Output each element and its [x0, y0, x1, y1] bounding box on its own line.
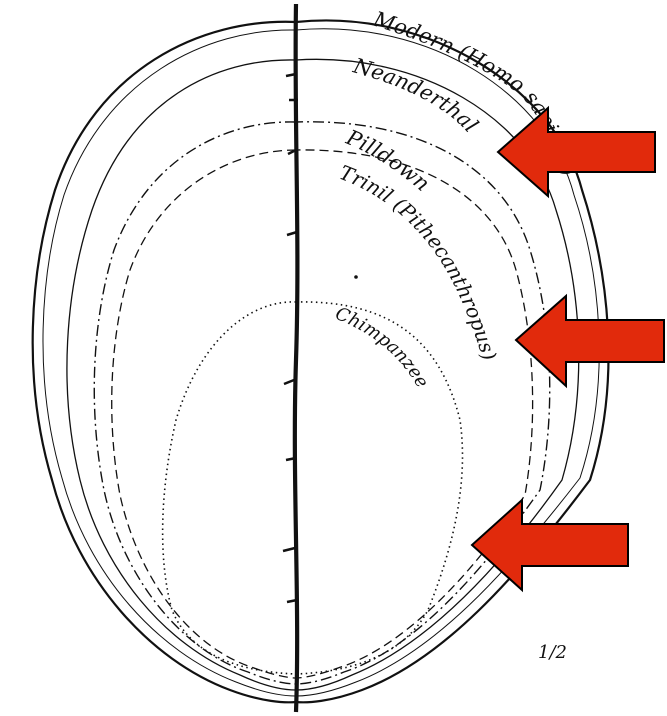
- trinil-outline: [111, 149, 534, 679]
- arrow-left-icon: [514, 293, 665, 389]
- modern-skull-outline: [31, 19, 610, 704]
- suture-ticks: [282, 72, 298, 604]
- piltdown-outline: [93, 121, 551, 685]
- brain-dot: [354, 275, 358, 279]
- arrow-left-icon: [496, 105, 656, 199]
- label-neanderthal: Neanderthal: [350, 53, 483, 137]
- arrow-left-icon: [470, 497, 629, 593]
- modern-skull-outline-inner: [42, 28, 600, 697]
- scale-label: 1/2: [538, 642, 567, 663]
- label-chimpanzee: Chimpanzee: [332, 303, 432, 391]
- midline-suture: [292, 3, 300, 713]
- chimpanzee-outline: [161, 301, 464, 675]
